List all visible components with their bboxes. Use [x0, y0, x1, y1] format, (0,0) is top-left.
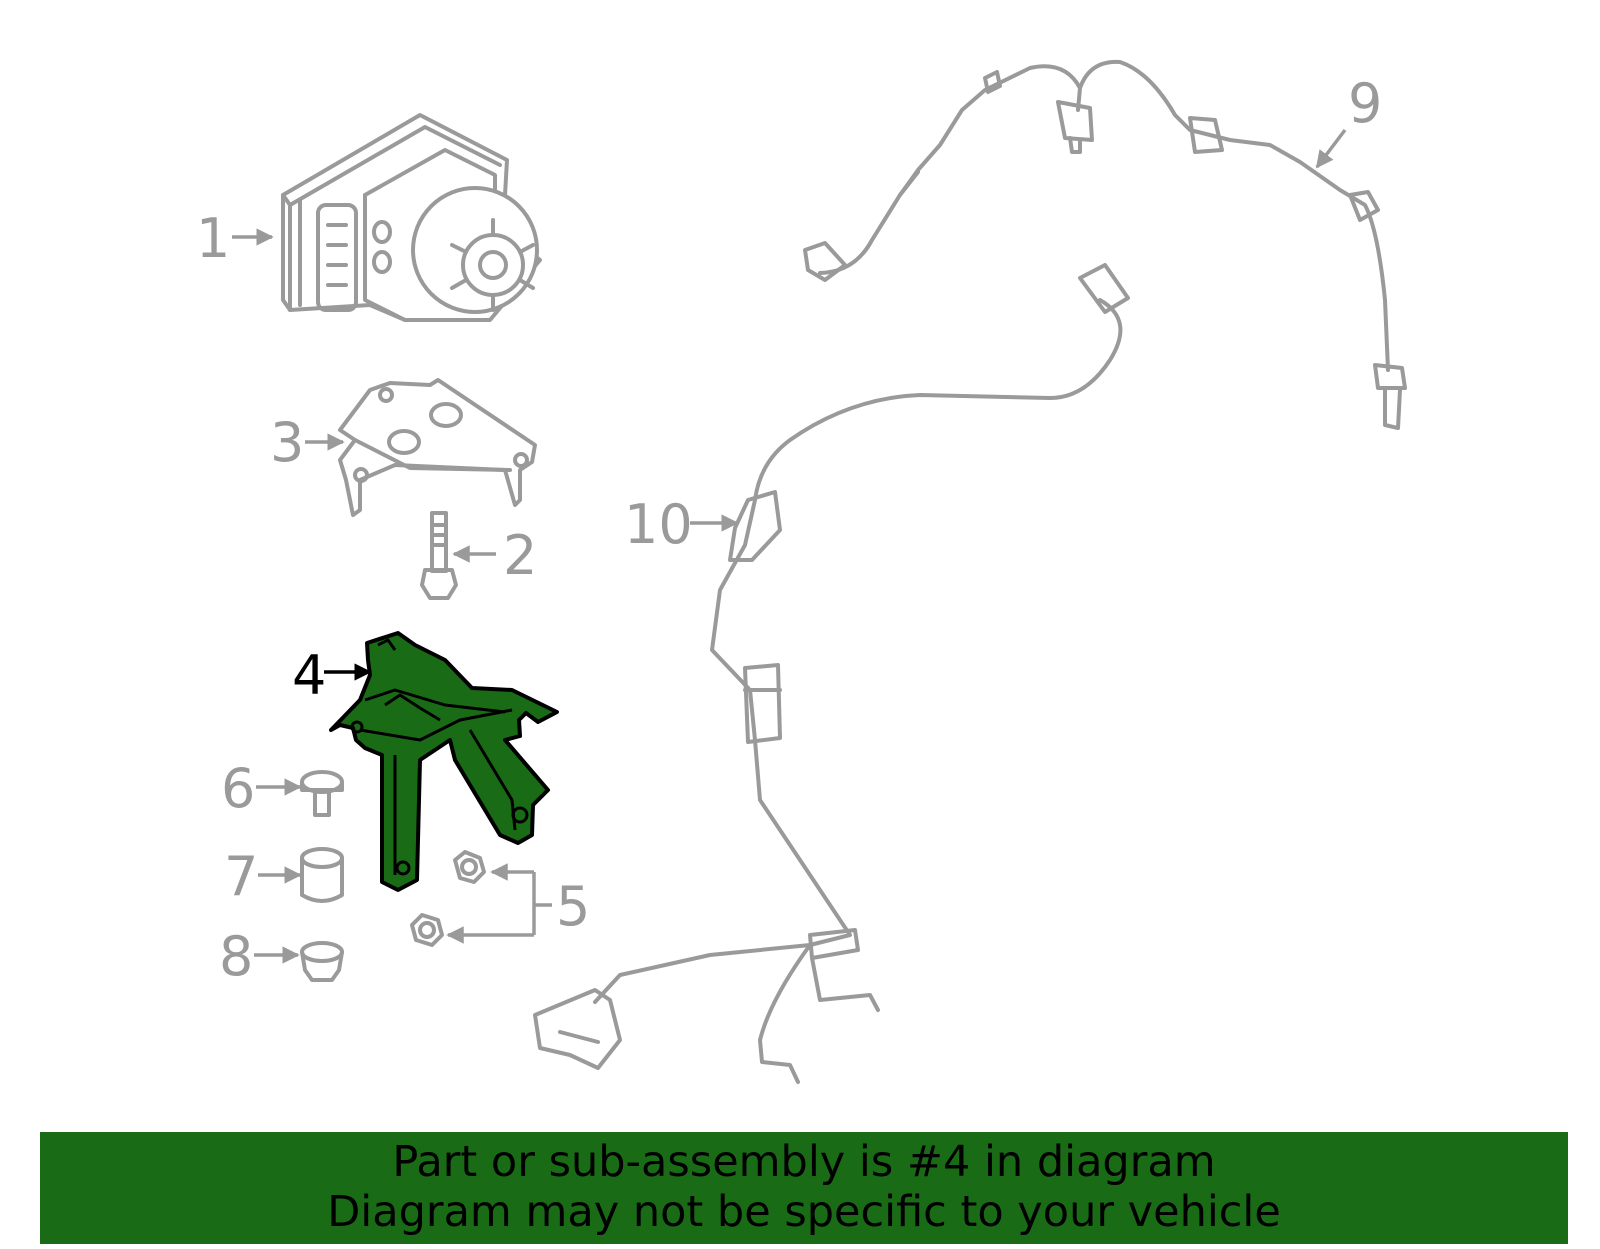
- callout-8: 8: [219, 925, 253, 988]
- part-2-bolt[interactable]: [420, 511, 458, 600]
- banner-line-2: Diagram may not be specific to your vehi…: [327, 1187, 1281, 1237]
- part-4-bracket-highlighted[interactable]: [329, 631, 559, 892]
- callout-4: 4: [292, 644, 326, 707]
- banner-line-1: Part or sub-assembly is #4 in diagram: [392, 1137, 1216, 1187]
- info-banner: Part or sub-assembly is #4 in diagram Di…: [40, 1132, 1568, 1244]
- callout-9-arrow: [1315, 128, 1347, 169]
- part-7-bushing[interactable]: [300, 847, 344, 903]
- part-9-sensor-harness[interactable]: [803, 59, 1407, 430]
- callout-3: 3: [270, 411, 304, 474]
- part-3-mounting-plate[interactable]: [338, 378, 537, 517]
- part-5-nuts[interactable]: [410, 850, 486, 947]
- callout-2: 2: [503, 524, 537, 587]
- part-1-abs-modulator[interactable]: [281, 113, 542, 322]
- callout-5: 5: [556, 875, 590, 938]
- callout-9: 9: [1348, 72, 1382, 135]
- callout-1: 1: [196, 207, 230, 270]
- callout-7: 7: [224, 845, 258, 908]
- part-10-sensor-harness[interactable]: [533, 263, 1130, 1084]
- part-6-grommet[interactable]: [300, 770, 344, 817]
- part-8-nut[interactable]: [300, 941, 344, 982]
- callout-6: 6: [221, 757, 255, 820]
- callout-10: 10: [624, 493, 693, 556]
